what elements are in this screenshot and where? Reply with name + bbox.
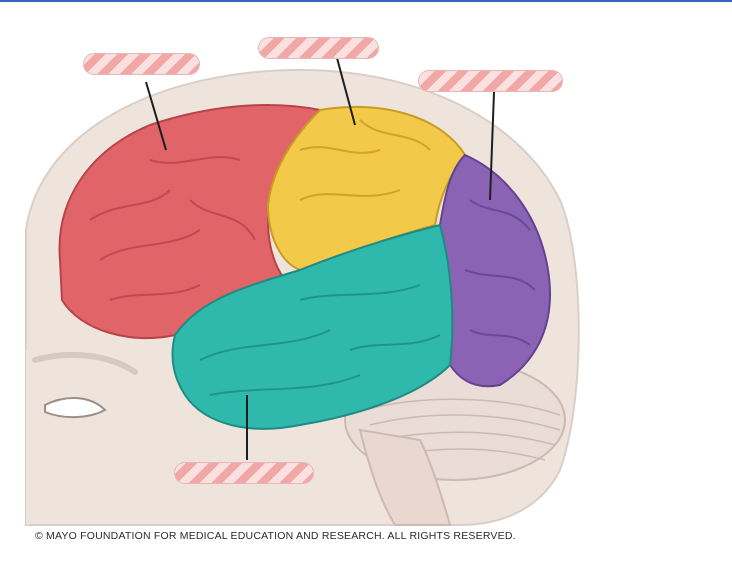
face-area [26, 350, 161, 525]
occipital-leader-line [489, 91, 495, 201]
frontal-leader-line [145, 81, 167, 151]
temporal-lobe-label [174, 462, 314, 484]
eyebrow [32, 351, 138, 375]
brainstem [358, 428, 452, 526]
eye-icon [44, 397, 107, 418]
copyright-notice: © MAYO FOUNDATION FOR MEDICAL EDUCATION … [35, 530, 516, 542]
temporal-gyri [199, 284, 441, 396]
temporal-lobe [171, 223, 454, 430]
parietal-gyri [299, 119, 431, 201]
occipital-gyri [464, 199, 536, 346]
top-rule [0, 0, 732, 2]
frontal-lobe-label [83, 53, 200, 75]
frontal-gyri [89, 156, 256, 301]
leader-lines [145, 57, 495, 460]
parietal-leader-line [336, 57, 356, 126]
parietal-lobe-label [258, 37, 379, 59]
occipital-lobe-label [418, 70, 563, 92]
